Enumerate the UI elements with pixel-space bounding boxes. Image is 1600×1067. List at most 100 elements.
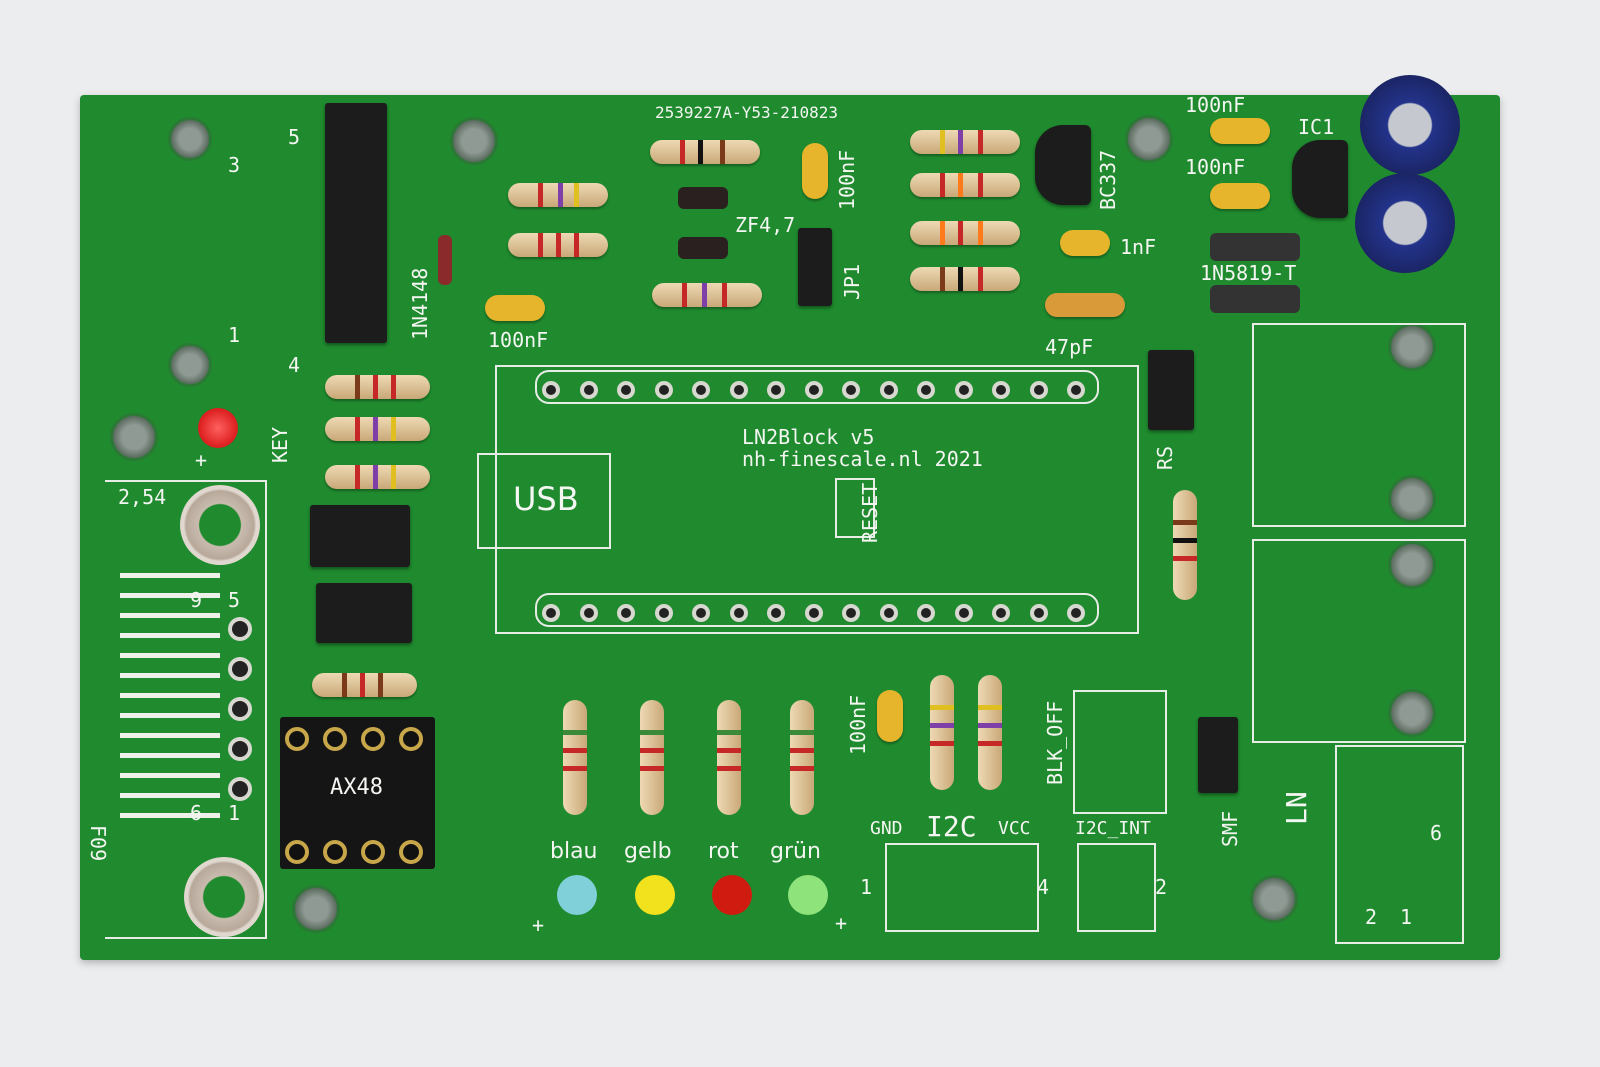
cap-label-47pf: 47pF — [1045, 335, 1094, 359]
socket-pin — [323, 727, 347, 751]
header-pin — [992, 604, 1010, 622]
resistor — [508, 233, 608, 257]
led-label-rot: rot — [708, 839, 739, 864]
zener-diode — [678, 187, 728, 209]
blk-off-label: BLK_OFF — [1043, 700, 1067, 785]
header-pin — [617, 604, 635, 622]
electrolytic-capacitor — [1360, 75, 1460, 175]
blk-off-outline — [1073, 690, 1167, 814]
header-pin — [954, 604, 973, 622]
header-pin — [579, 381, 598, 399]
header-pin — [692, 604, 710, 622]
cap-label-1nf: 1nF — [1120, 235, 1157, 259]
ln-connector-outline — [1335, 745, 1464, 944]
cap-label: 100nF — [846, 694, 870, 755]
dsub-pin: 9 — [190, 588, 203, 612]
header-pin — [579, 604, 598, 622]
resistor — [312, 673, 417, 697]
i2c-int-pin2: 2 — [1155, 875, 1168, 899]
header-pin — [992, 381, 1010, 399]
header-pin — [654, 604, 673, 622]
resistor — [652, 283, 762, 307]
jp1-label: JP1 — [840, 263, 864, 300]
cap-label: 100nF — [1185, 93, 1246, 117]
resistor — [717, 700, 741, 815]
connector-pin: 5 — [288, 125, 301, 149]
resistor — [1173, 490, 1197, 600]
led-label-gelb: gelb — [624, 839, 672, 864]
diode-label: 1N4148 — [408, 267, 432, 340]
resistor — [563, 700, 587, 815]
header-pin — [879, 381, 898, 399]
reset-button-outline — [835, 478, 875, 538]
led-label-blau: blau — [550, 839, 598, 864]
header-pin — [692, 381, 710, 399]
board-website: nh-finescale.nl 2021 — [742, 447, 983, 471]
led-key — [198, 408, 238, 448]
plus-label: + — [835, 911, 848, 935]
ic1-transistor — [1292, 140, 1348, 218]
zener-label: ZF4,7 — [735, 213, 796, 237]
mounting-hole — [168, 343, 212, 387]
resistor — [325, 465, 430, 489]
optocoupler — [310, 505, 410, 567]
capacitor — [1210, 118, 1270, 144]
mounting-pad — [184, 857, 264, 937]
resistor — [910, 130, 1020, 154]
jumper-jp1[interactable] — [798, 228, 832, 306]
reset-label: RESET — [858, 482, 882, 543]
header-row-top — [535, 370, 1099, 404]
jumper-smf[interactable] — [1198, 717, 1238, 793]
connector-pin: 4 — [288, 353, 301, 377]
resistor — [910, 267, 1020, 291]
header-pin — [729, 604, 748, 622]
rj-connector-outline — [1252, 539, 1466, 743]
socket-pin — [361, 840, 385, 864]
header-pin — [804, 604, 823, 622]
jumper-rs[interactable] — [1148, 350, 1194, 430]
resistor — [640, 700, 664, 815]
mounting-hole — [168, 117, 212, 161]
socket-pin — [399, 727, 423, 751]
capacitor — [877, 690, 903, 742]
header-pin — [654, 381, 673, 399]
pcb-board: 2539227A-Y53-210823 LN2Block v5 nh-fines… — [80, 75, 1500, 960]
i2c-int-outline — [1077, 843, 1156, 932]
ln-pin1: 1 — [1400, 905, 1413, 929]
cap-label: 100nF — [488, 328, 549, 352]
resistor — [978, 675, 1002, 790]
pad — [228, 657, 252, 681]
i2c-pin1: 1 — [860, 875, 873, 899]
ln-label: LN — [1280, 791, 1313, 825]
optocoupler — [316, 583, 412, 643]
smf-label: SMF — [1218, 810, 1242, 847]
resistor — [650, 140, 760, 164]
led-gruen — [788, 875, 828, 915]
pad — [228, 777, 252, 801]
connector-pin: 3 — [228, 153, 241, 177]
led-label-gruen: grün — [770, 839, 821, 864]
capacitor — [1210, 183, 1270, 209]
led-gelb — [635, 875, 675, 915]
ic1-label: IC1 — [1298, 115, 1335, 139]
diode-1n4148 — [438, 235, 452, 285]
socket-pin — [285, 727, 309, 751]
mounting-hole — [450, 117, 498, 165]
header-pin — [1029, 381, 1048, 399]
header-pin — [729, 381, 748, 399]
header-pin — [767, 381, 785, 399]
pad — [228, 697, 252, 721]
socket-pin — [399, 840, 423, 864]
dsub-pin: 6 — [190, 801, 203, 825]
i2c-vcc-label: VCC — [998, 818, 1031, 839]
resistor — [325, 375, 430, 399]
mounting-hole — [1388, 475, 1436, 523]
dsub-pin: 1 — [228, 801, 241, 825]
header-pin — [842, 604, 860, 622]
header-pin — [804, 381, 823, 399]
resistor — [910, 221, 1020, 245]
header-pin — [542, 604, 560, 622]
i2c-connector-outline — [885, 843, 1039, 932]
mounting-pad — [180, 485, 260, 565]
mounting-hole — [1388, 541, 1436, 589]
